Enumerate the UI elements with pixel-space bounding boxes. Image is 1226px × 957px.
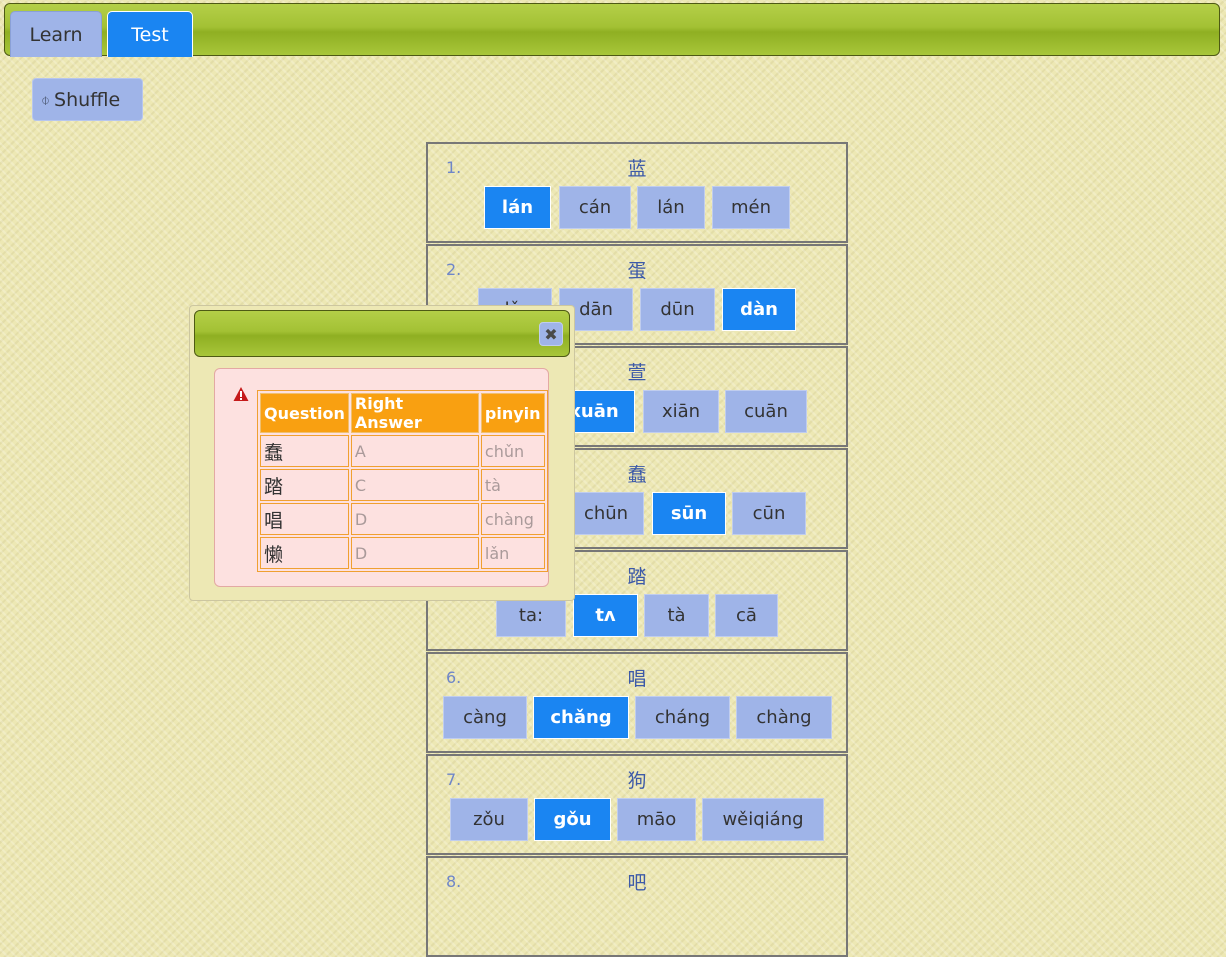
question-card: 5. 踏 ta: tʌ tà cā bbox=[426, 550, 848, 651]
top-tab-bar: Learn Test bbox=[4, 3, 1220, 57]
question-card: 6. 唱 càng chǎng cháng chàng bbox=[426, 652, 848, 753]
answer-option[interactable]: tʌ bbox=[573, 594, 638, 637]
answer-option[interactable]: cā bbox=[715, 594, 778, 637]
results-dialog: ✖ Question Right Answer pinyin 蠢 A chǔn bbox=[189, 305, 575, 601]
cell-pinyin: tà bbox=[480, 469, 545, 501]
question-character: 踏 bbox=[627, 566, 647, 588]
question-character: 蓝 bbox=[627, 158, 647, 180]
question-character: 吧 bbox=[627, 872, 647, 894]
cell-question: 懒 bbox=[260, 537, 349, 569]
shuffle-icon: ⌽ bbox=[41, 90, 51, 109]
answer-option[interactable]: cūn bbox=[732, 492, 806, 535]
question-card: 1. 蓝 lán cán lán mén bbox=[426, 142, 848, 243]
tab-test[interactable]: Test bbox=[107, 11, 193, 57]
answer-option[interactable]: xiān bbox=[643, 390, 719, 433]
answer-option[interactable]: lán bbox=[637, 186, 705, 229]
cell-question: 蠢 bbox=[260, 435, 349, 467]
table-row: 踏 C tà bbox=[260, 469, 545, 501]
shuffle-label: Shuffle bbox=[54, 88, 121, 111]
close-icon[interactable]: ✖ bbox=[539, 322, 563, 346]
cell-right-answer: D bbox=[350, 503, 479, 535]
answer-option[interactable]: dūn bbox=[640, 288, 715, 331]
answer-option[interactable]: sūn bbox=[652, 492, 726, 535]
answer-option[interactable]: tà bbox=[644, 594, 709, 637]
question-number: 6. bbox=[446, 668, 462, 687]
question-character: 蠢 bbox=[627, 464, 647, 486]
question-number: 2. bbox=[446, 260, 462, 279]
answer-option[interactable]: cán bbox=[559, 186, 631, 229]
dialog-titlebar[interactable]: ✖ bbox=[194, 310, 570, 357]
question-character: 蛋 bbox=[627, 260, 647, 282]
question-card: 4. 蠢 chūn sūn cūn bbox=[426, 448, 848, 549]
question-card: 7. 狗 zǒu gǒu māo wěiqiáng bbox=[426, 754, 848, 855]
answer-option[interactable]: gǒu bbox=[534, 798, 611, 841]
question-card: 8. 吧 bbox=[426, 856, 848, 957]
results-table: Question Right Answer pinyin 蠢 A chǔn 踏 … bbox=[257, 390, 548, 572]
question-number: 1. bbox=[446, 158, 462, 177]
cell-right-answer: C bbox=[350, 469, 479, 501]
question-number: 7. bbox=[446, 770, 462, 789]
header-pinyin: pinyin bbox=[480, 393, 545, 433]
table-row: 蠢 A chǔn bbox=[260, 435, 545, 467]
answer-option[interactable]: lán bbox=[484, 186, 551, 229]
header-right-answer: Right Answer bbox=[350, 393, 479, 433]
table-row: 懒 D lǎn bbox=[260, 537, 545, 569]
question-character: 唱 bbox=[627, 668, 647, 690]
question-character: 狗 bbox=[627, 770, 647, 792]
table-header-row: Question Right Answer pinyin bbox=[260, 393, 545, 433]
shuffle-button[interactable]: ⌽ Shuffle bbox=[32, 78, 143, 121]
tab-learn[interactable]: Learn bbox=[10, 11, 102, 57]
table-row: 唱 D chàng bbox=[260, 503, 545, 535]
answer-option[interactable]: ta: bbox=[496, 594, 566, 637]
question-number: 8. bbox=[446, 872, 462, 891]
answer-option[interactable]: càng bbox=[443, 696, 527, 739]
answer-option[interactable]: cháng bbox=[635, 696, 730, 739]
answer-option[interactable]: zǒu bbox=[450, 798, 528, 841]
cell-right-answer: A bbox=[350, 435, 479, 467]
error-alert: Question Right Answer pinyin 蠢 A chǔn 踏 … bbox=[214, 368, 549, 587]
cell-right-answer: D bbox=[350, 537, 479, 569]
header-question: Question bbox=[260, 393, 349, 433]
answer-option[interactable]: cuān bbox=[725, 390, 807, 433]
warning-icon bbox=[233, 387, 249, 401]
answer-option[interactable]: wěiqiáng bbox=[702, 798, 824, 841]
cell-pinyin: lǎn bbox=[480, 537, 545, 569]
answer-option[interactable]: chàng bbox=[736, 696, 832, 739]
cell-pinyin: chǔn bbox=[480, 435, 545, 467]
answer-option[interactable]: dàn bbox=[722, 288, 796, 331]
cell-question: 唱 bbox=[260, 503, 349, 535]
answer-option[interactable]: chǎng bbox=[533, 696, 629, 739]
cell-question: 踏 bbox=[260, 469, 349, 501]
cell-pinyin: chàng bbox=[480, 503, 545, 535]
question-character: 萱 bbox=[627, 362, 647, 384]
answer-option[interactable]: māo bbox=[617, 798, 696, 841]
answer-option[interactable]: mén bbox=[712, 186, 790, 229]
answer-option[interactable]: chūn bbox=[568, 492, 644, 535]
